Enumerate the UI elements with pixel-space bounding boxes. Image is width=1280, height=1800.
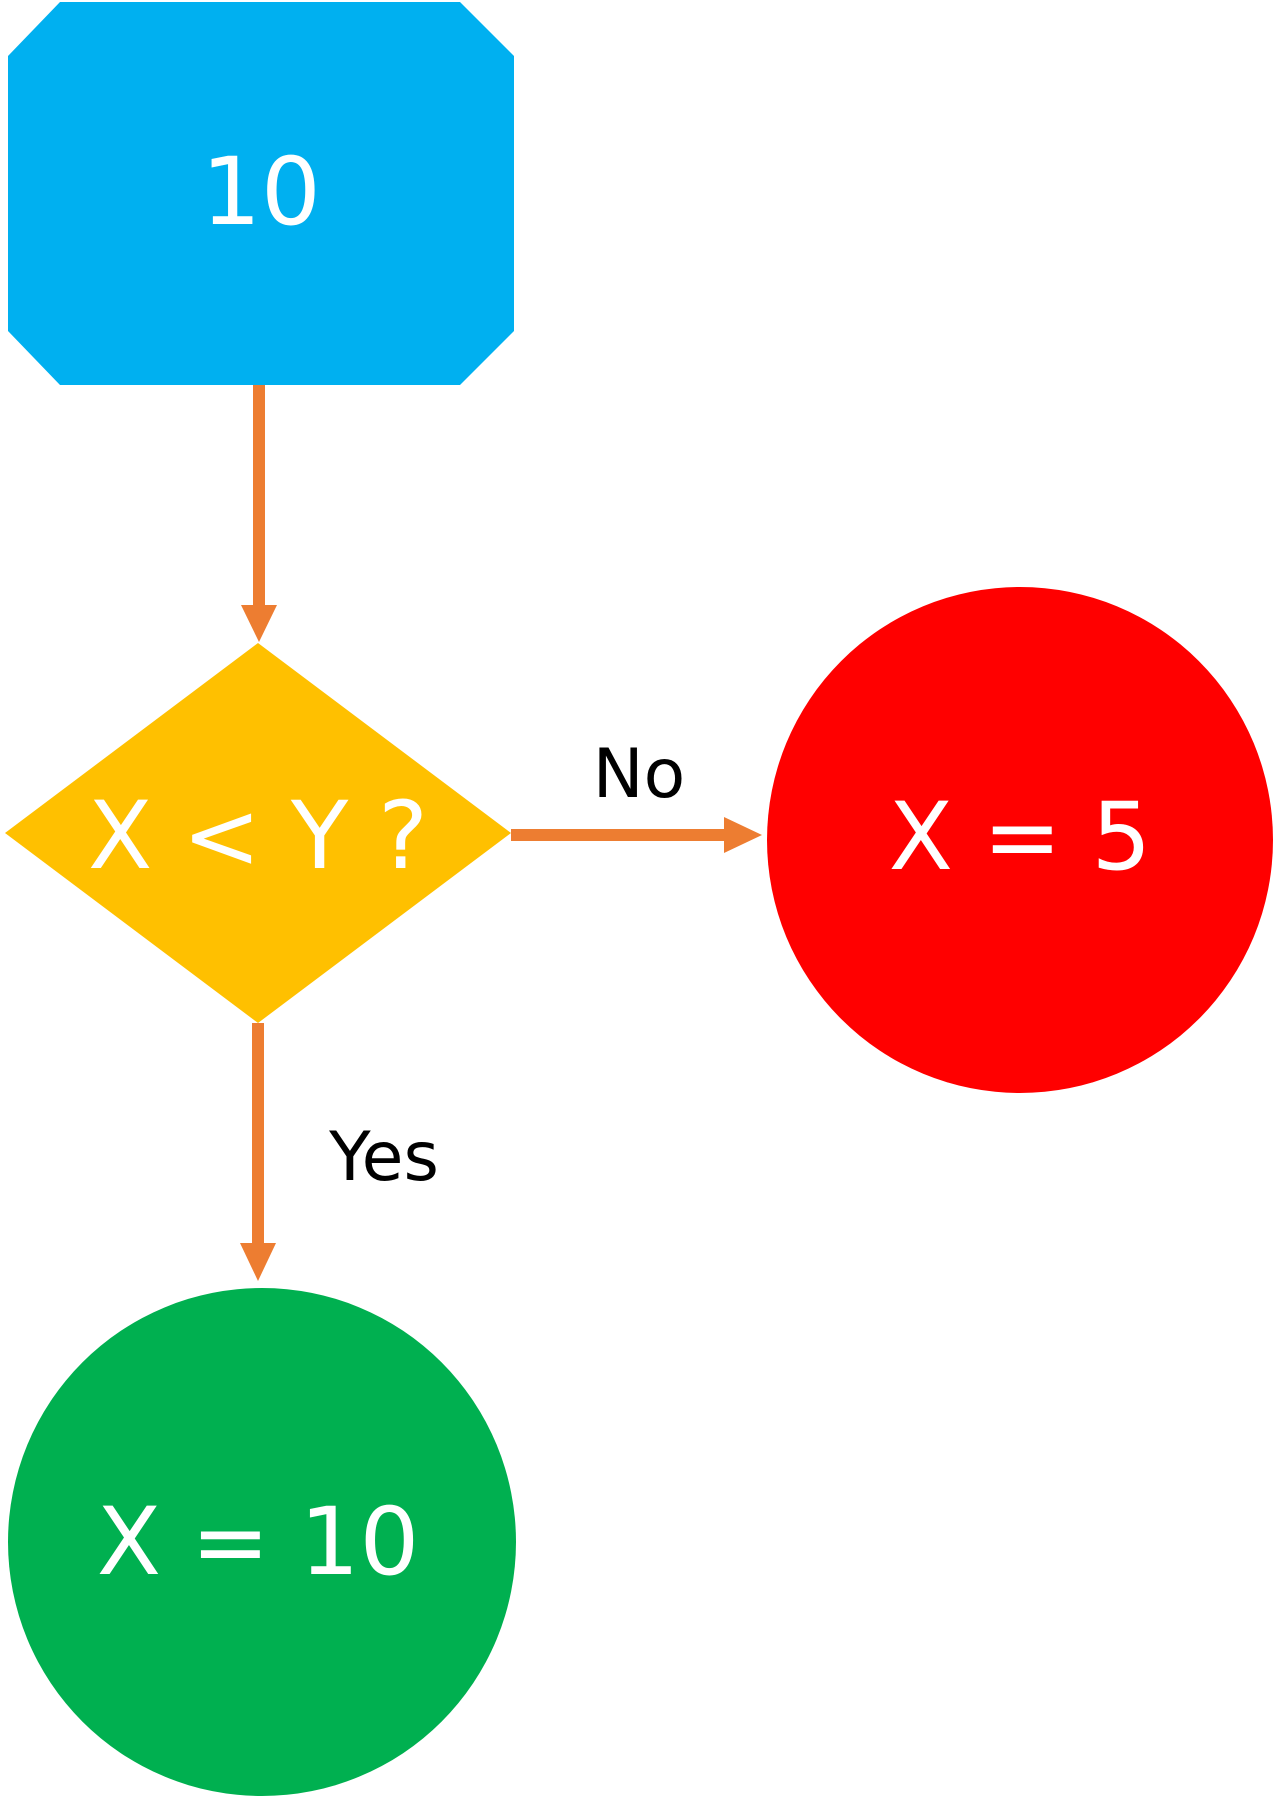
decision-node-label: X < Y ? bbox=[88, 782, 428, 891]
edge-decision-to-yes-arrowhead-icon bbox=[240, 1243, 276, 1281]
decision-node: X < Y ? bbox=[5, 643, 511, 1023]
no-result-node-shape bbox=[767, 587, 1273, 1093]
start-node-shape bbox=[8, 2, 514, 385]
edge-decision-to-no: No bbox=[511, 735, 762, 853]
start-node: 10 bbox=[8, 2, 514, 385]
no-result-node: X = 5 bbox=[767, 587, 1273, 1093]
yes-result-node-shape bbox=[8, 1288, 516, 1796]
edge-label-yes: Yes bbox=[328, 1118, 439, 1197]
no-result-node-label: X = 5 bbox=[889, 783, 1152, 892]
yes-result-node: X = 10 bbox=[8, 1288, 516, 1796]
edge-label-no: No bbox=[593, 735, 685, 814]
edge-decision-to-yes: Yes bbox=[240, 1023, 439, 1281]
edge-start-to-decision-arrowhead-icon bbox=[241, 605, 277, 642]
edge-decision-to-no-arrowhead-icon bbox=[724, 817, 762, 853]
decision-node-shape bbox=[5, 643, 511, 1023]
edge-start-to-decision bbox=[241, 385, 277, 642]
start-node-label: 10 bbox=[201, 138, 321, 247]
yes-result-node-label: X = 10 bbox=[97, 1488, 420, 1597]
